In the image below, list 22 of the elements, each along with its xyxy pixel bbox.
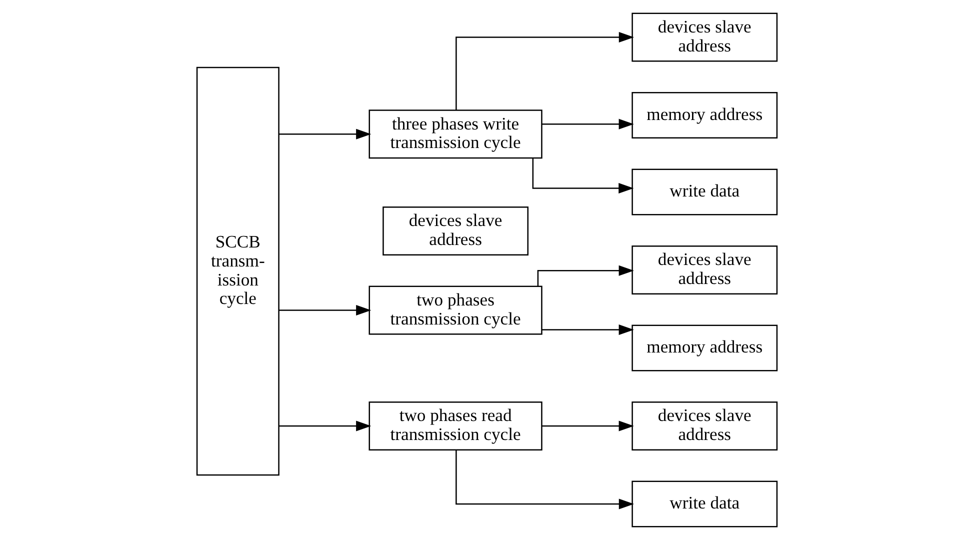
node-box: three phases write transmission cycle xyxy=(368,110,542,159)
arrow xyxy=(278,420,371,432)
arrow xyxy=(278,128,371,140)
arrow xyxy=(455,450,634,510)
node-box: devices slave address xyxy=(382,206,528,256)
node-box: devices slave address xyxy=(631,245,778,295)
arrow xyxy=(541,420,634,432)
arrow xyxy=(278,304,371,316)
node-box: devices slave address xyxy=(631,12,778,62)
node-box: SCCB transm- ission cycle xyxy=(196,66,279,476)
node-box: two phases read transmission cycle xyxy=(368,401,542,451)
node-box: devices slave address xyxy=(631,401,778,451)
arrow xyxy=(541,118,634,130)
node-box: write data xyxy=(631,480,778,528)
node-box: memory address xyxy=(631,92,778,139)
arrow xyxy=(541,324,634,336)
arrow xyxy=(536,265,634,286)
node-box: write data xyxy=(631,168,778,216)
arrow xyxy=(532,158,634,194)
node-box: two phases transmission cycle xyxy=(368,286,542,335)
node-box: memory address xyxy=(631,324,778,372)
arrow xyxy=(455,32,634,110)
